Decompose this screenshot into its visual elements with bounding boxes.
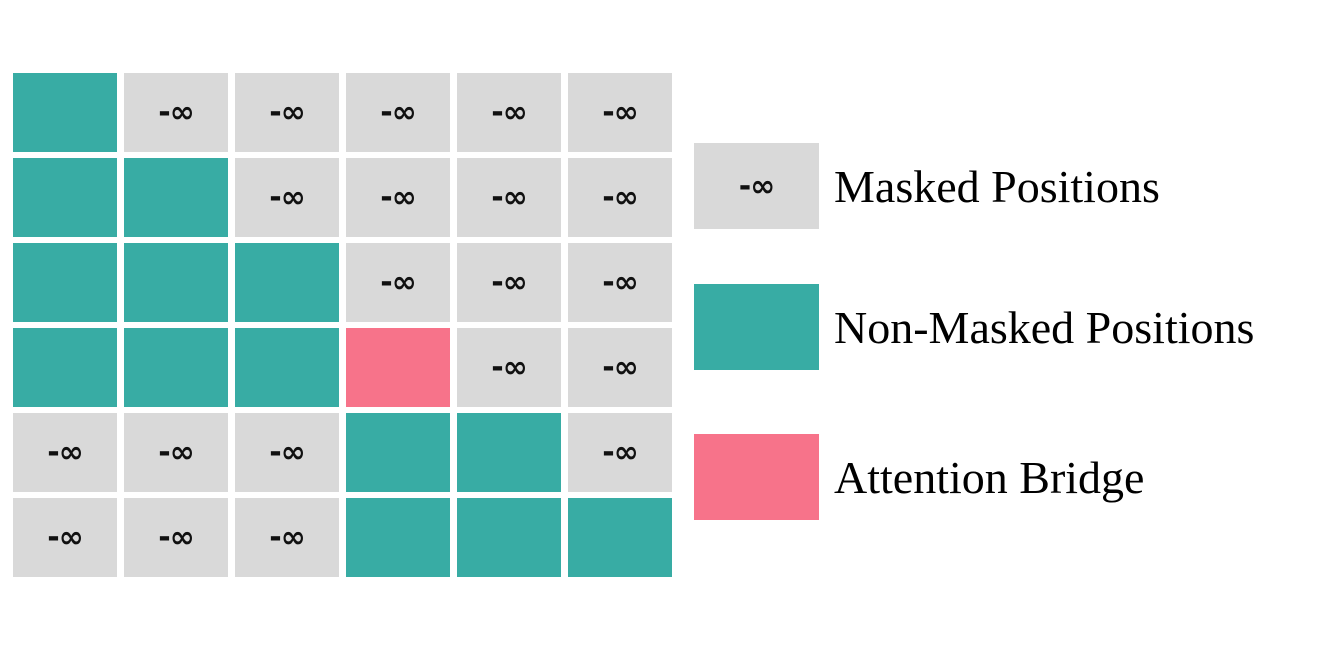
mask-cell-masked: -∞ bbox=[124, 413, 228, 492]
mask-cell-non-masked bbox=[235, 328, 339, 407]
mask-cell-masked: -∞ bbox=[568, 243, 672, 322]
legend-label-masked: Masked Positions bbox=[834, 160, 1160, 212]
legend-item-bridge: Attention Bridge bbox=[694, 434, 1328, 520]
mask-cell-masked: -∞ bbox=[346, 158, 450, 237]
mask-cell-masked: -∞ bbox=[13, 498, 117, 577]
legend-item-masked: -∞ Masked Positions bbox=[694, 143, 1328, 229]
mask-cell-masked: -∞ bbox=[235, 158, 339, 237]
mask-cell-non-masked bbox=[13, 328, 117, 407]
mask-cell-bridge bbox=[346, 328, 450, 407]
mask-cell-masked: -∞ bbox=[235, 413, 339, 492]
mask-cell-non-masked bbox=[457, 498, 561, 577]
mask-cell-masked: -∞ bbox=[346, 73, 450, 152]
mask-cell-masked: -∞ bbox=[457, 158, 561, 237]
mask-cell-non-masked bbox=[13, 158, 117, 237]
mask-cell-masked: -∞ bbox=[235, 73, 339, 152]
mask-cell-masked: -∞ bbox=[124, 73, 228, 152]
mask-cell-masked: -∞ bbox=[124, 498, 228, 577]
legend-swatch-non-masked bbox=[694, 284, 819, 370]
mask-cell-non-masked bbox=[457, 413, 561, 492]
mask-cell-non-masked bbox=[124, 243, 228, 322]
legend-label-non-masked: Non-Masked Positions bbox=[834, 301, 1255, 353]
mask-cell-masked: -∞ bbox=[457, 73, 561, 152]
mask-cell-masked: -∞ bbox=[13, 413, 117, 492]
mask-cell-masked: -∞ bbox=[457, 328, 561, 407]
mask-cell-non-masked bbox=[124, 158, 228, 237]
legend-swatch-masked: -∞ bbox=[694, 143, 819, 229]
mask-cell-masked: -∞ bbox=[568, 73, 672, 152]
legend-label-bridge: Attention Bridge bbox=[834, 451, 1145, 503]
mask-cell-non-masked bbox=[13, 243, 117, 322]
mask-cell-non-masked bbox=[346, 498, 450, 577]
attention-mask-grid: -∞-∞-∞-∞-∞-∞-∞-∞-∞-∞-∞-∞-∞-∞-∞-∞-∞-∞-∞-∞… bbox=[13, 73, 672, 577]
mask-cell-masked: -∞ bbox=[346, 243, 450, 322]
mask-cell-masked: -∞ bbox=[568, 413, 672, 492]
legend-swatch-bridge bbox=[694, 434, 819, 520]
mask-cell-non-masked bbox=[235, 243, 339, 322]
mask-cell-non-masked bbox=[124, 328, 228, 407]
mask-cell-non-masked bbox=[13, 73, 117, 152]
mask-cell-non-masked bbox=[346, 413, 450, 492]
mask-cell-masked: -∞ bbox=[235, 498, 339, 577]
mask-cell-masked: -∞ bbox=[457, 243, 561, 322]
mask-cell-masked: -∞ bbox=[568, 158, 672, 237]
legend-item-non-masked: Non-Masked Positions bbox=[694, 284, 1328, 370]
mask-cell-non-masked bbox=[568, 498, 672, 577]
mask-cell-masked: -∞ bbox=[568, 328, 672, 407]
